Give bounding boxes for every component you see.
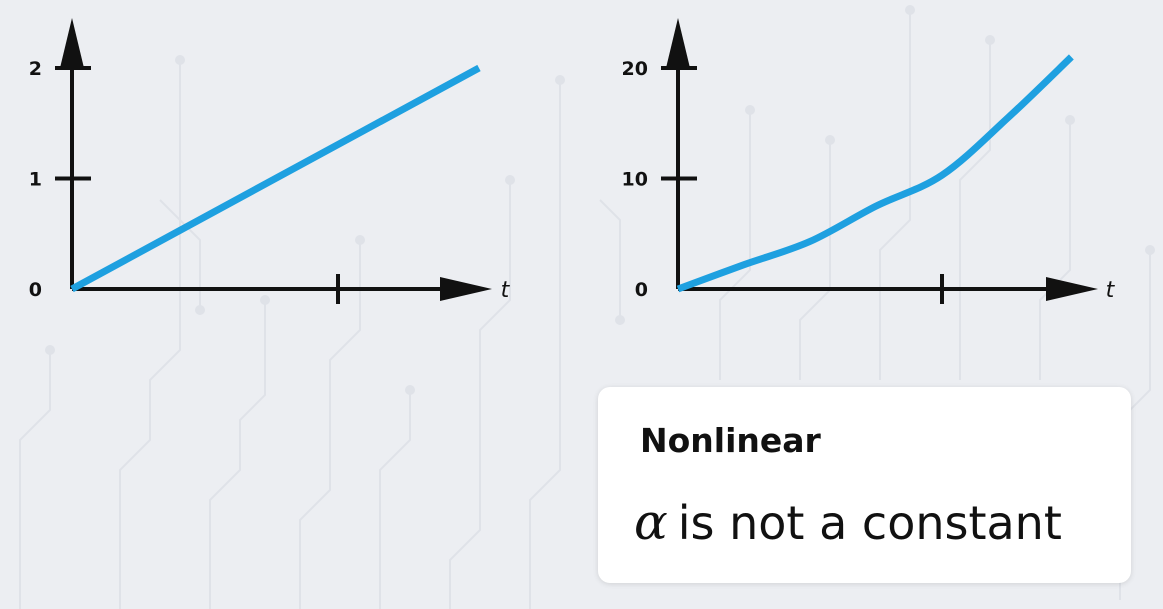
x-axis-variable-label: t <box>501 278 511 303</box>
data-series-line <box>70 64 481 293</box>
y-tick-label: 1 <box>29 169 42 191</box>
y-axis-arrowhead <box>60 18 84 68</box>
x-axis-arrowhead <box>1046 277 1098 301</box>
callout-text: is not a constant <box>677 496 1062 550</box>
x-axis-arrowhead <box>440 277 492 301</box>
linear-chart: t 0 1 2 <box>29 18 511 304</box>
alpha-symbol: α <box>634 493 668 551</box>
y-axis-arrowhead <box>666 18 690 68</box>
y-tick-label: 2 <box>29 58 42 80</box>
nonlinear-chart: t 0 10 20 <box>622 18 1116 304</box>
data-series-line <box>676 54 1074 293</box>
y-tick-label: 0 <box>635 279 648 301</box>
y-tick-label: 0 <box>29 279 42 301</box>
callout-title: Nonlinear <box>640 421 821 460</box>
y-tick-label: 20 <box>622 58 648 80</box>
y-tick-label: 10 <box>622 169 648 191</box>
x-axis-variable-label: t <box>1106 278 1116 303</box>
